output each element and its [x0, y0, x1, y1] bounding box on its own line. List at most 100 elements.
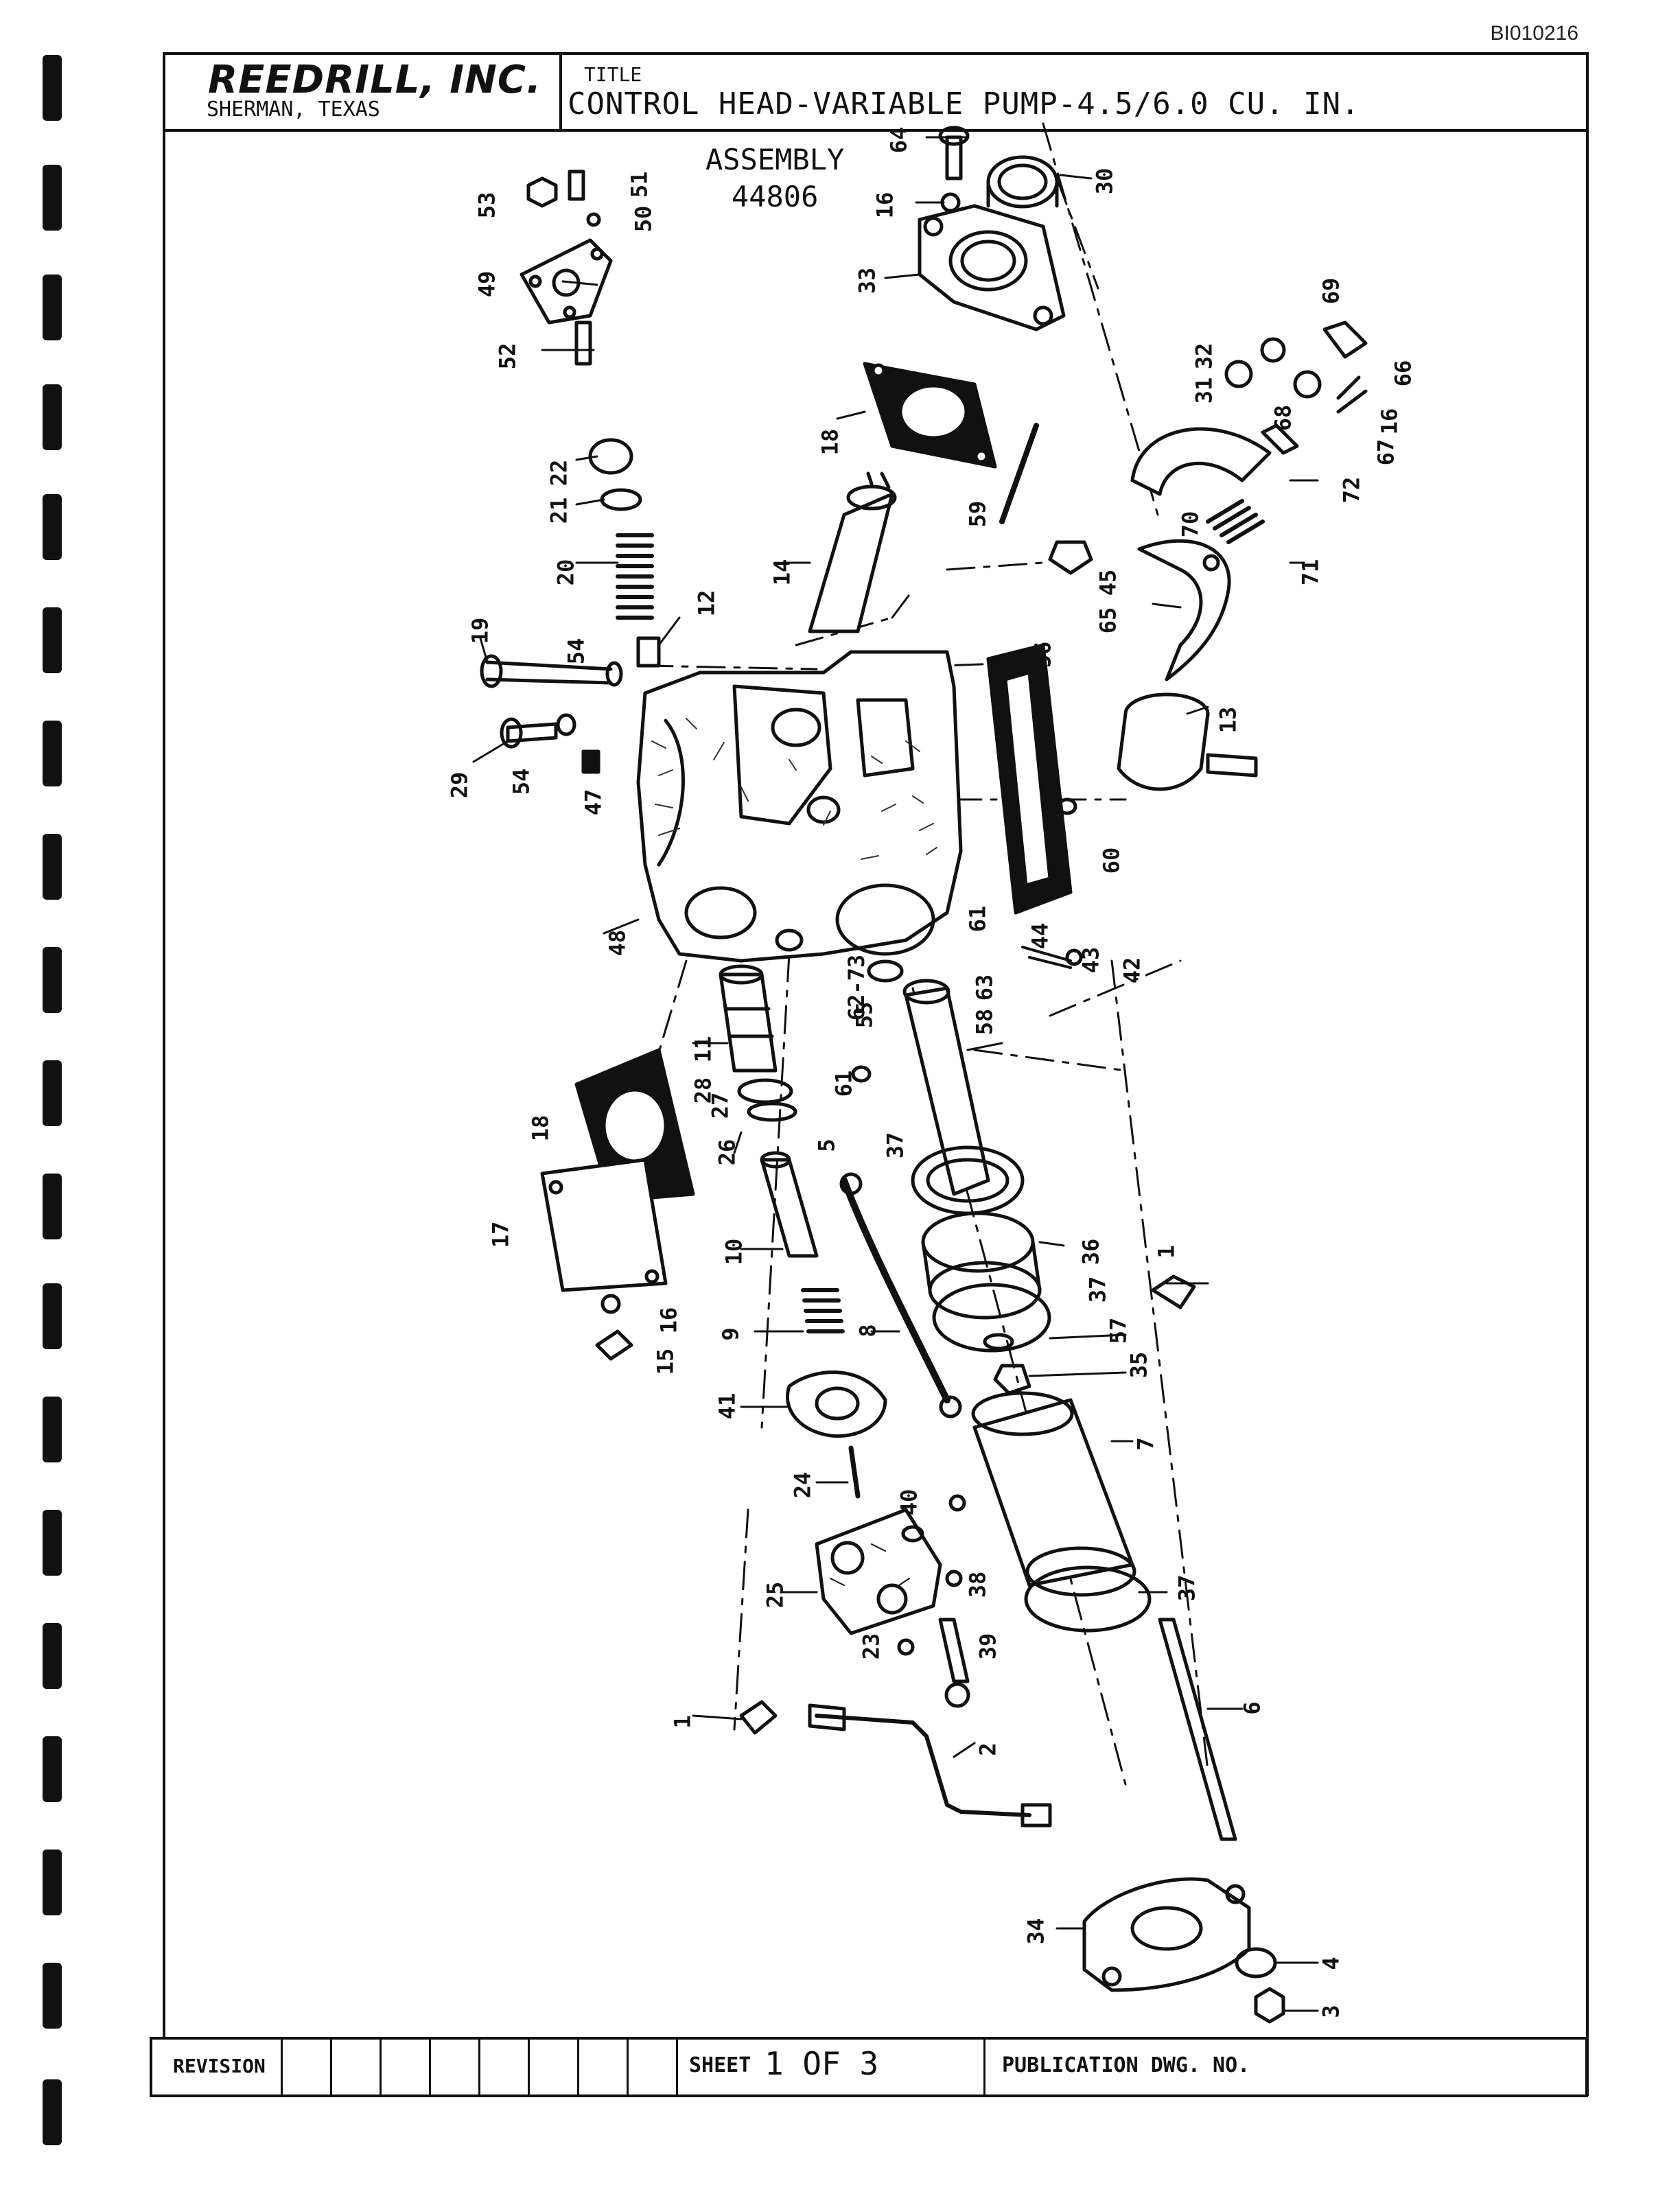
callout-59: 59	[964, 500, 991, 528]
callout-30: 30	[1091, 167, 1118, 195]
callout-10: 10	[721, 1238, 747, 1265]
callout-17: 17	[487, 1221, 514, 1248]
revision-slot	[480, 2040, 530, 2094]
sheet-label: SHEET	[689, 2053, 751, 2077]
callout-39: 39	[975, 1633, 1001, 1660]
callout-14: 14	[769, 559, 795, 586]
revision-cell	[152, 2040, 283, 2094]
revision-slot	[431, 2040, 480, 2094]
callout-5: 5	[813, 1139, 840, 1152]
callout-12: 12	[693, 590, 720, 617]
callout-21: 21	[546, 497, 572, 524]
callout-2: 2	[975, 1742, 1001, 1756]
callout-49: 49	[474, 270, 500, 298]
callout-19: 19	[467, 617, 493, 644]
punch-hole	[43, 55, 62, 121]
callout-35: 35	[1125, 1351, 1152, 1379]
revision-slot	[332, 2040, 382, 2094]
punch-hole	[43, 1283, 62, 1349]
revision-slot	[579, 2040, 629, 2094]
callout-24: 24	[789, 1471, 816, 1499]
punch-hole	[43, 1736, 62, 1802]
punch-hole	[43, 2079, 62, 2145]
punch-hole	[43, 1510, 62, 1576]
punch-hole	[43, 947, 62, 1013]
callout-18b: 18	[527, 1114, 554, 1142]
title-label: TITLE	[584, 63, 642, 86]
punch-hole	[43, 1963, 62, 2029]
callout-8: 8	[854, 1324, 881, 1338]
callout-32: 32	[1191, 342, 1217, 370]
callout-44: 44	[1027, 922, 1053, 950]
callout-34: 34	[1023, 1917, 1049, 1945]
revision-slot	[283, 2040, 332, 2094]
callout-11: 11	[690, 1036, 716, 1063]
callout-13: 13	[1215, 706, 1241, 734]
punch-hole	[43, 494, 62, 560]
callout-36: 36	[1077, 1238, 1104, 1265]
callout-22: 22	[546, 459, 572, 487]
revision-slot	[629, 2040, 678, 2094]
callout-67: 67	[1373, 439, 1399, 466]
callout-40: 40	[896, 1489, 922, 1516]
punch-hole	[43, 275, 62, 340]
callout-7: 7	[1132, 1437, 1159, 1451]
callout-25: 25	[762, 1581, 789, 1609]
revision-slot	[382, 2040, 431, 2094]
callout-27: 27	[707, 1092, 734, 1119]
punch-hole	[43, 607, 62, 673]
sheet-number: 1 OF 3	[765, 2045, 879, 2082]
revision-bar: REVISION SHEET 1 OF 3 PUBLICATION DWG. N…	[150, 2037, 1588, 2097]
callout-33: 33	[854, 267, 880, 294]
callout-43: 43	[1077, 946, 1104, 974]
assembly-info: ASSEMBLY 44806	[705, 141, 844, 215]
callout-47: 47	[580, 789, 607, 816]
callout-23: 23	[858, 1633, 885, 1660]
punch-hole	[43, 384, 62, 450]
callout-26: 26	[714, 1139, 740, 1166]
callout-41: 41	[714, 1392, 740, 1420]
punch-hole	[43, 1849, 62, 1915]
punch-hole	[43, 721, 62, 786]
callout-1b: 1	[669, 1715, 696, 1729]
drawing-title: CONTROL HEAD-VARIABLE PUMP-4.5/6.0 CU. I…	[568, 86, 1360, 121]
callout-16: 16	[872, 191, 898, 219]
callout-69: 69	[1318, 277, 1344, 305]
callout-52: 52	[494, 342, 521, 370]
callout-15: 15	[652, 1348, 679, 1375]
callout-55: 55	[851, 1001, 878, 1029]
callout-37b: 37	[1084, 1276, 1111, 1303]
punch-hole	[43, 165, 62, 231]
callout-16b: 16	[1376, 408, 1403, 435]
company-box: REEDRILL, INC. SHERMAN, TEXAS	[165, 55, 562, 129]
callout-60: 60	[1098, 847, 1125, 874]
callout-37c: 37	[1174, 1574, 1200, 1602]
callout-51: 51	[626, 171, 653, 198]
callout-31: 31	[1191, 377, 1217, 404]
callout-72: 72	[1338, 476, 1365, 504]
callout-61b: 61	[830, 1070, 857, 1097]
callout-71: 71	[1297, 559, 1324, 586]
callout-66: 66	[1390, 360, 1416, 387]
callout-65: 65	[1095, 607, 1121, 634]
punch-hole	[43, 1623, 62, 1689]
callout-20: 20	[552, 559, 579, 586]
drawing-sheet: REEDRILL, INC. SHERMAN, TEXAS TITLE CONT…	[163, 52, 1589, 2096]
callout-56: 56	[1029, 641, 1056, 668]
callout-16c: 16	[655, 1307, 682, 1334]
callout-3: 3	[1318, 2005, 1344, 2018]
callout-68: 68	[1270, 404, 1296, 432]
callout-63: 63	[971, 974, 998, 1001]
callout-58: 58	[971, 1008, 998, 1036]
callout-54b: 54	[508, 768, 535, 795]
callout-38: 38	[964, 1571, 991, 1598]
assembly-number: 44806	[731, 180, 819, 213]
punch-hole	[43, 834, 62, 900]
callout-54: 54	[563, 638, 590, 665]
revision-label: REVISION	[173, 2055, 266, 2077]
revision-slot	[530, 2040, 579, 2094]
callout-61: 61	[964, 905, 991, 933]
callout-48: 48	[604, 929, 631, 957]
callout-53: 53	[474, 191, 500, 219]
